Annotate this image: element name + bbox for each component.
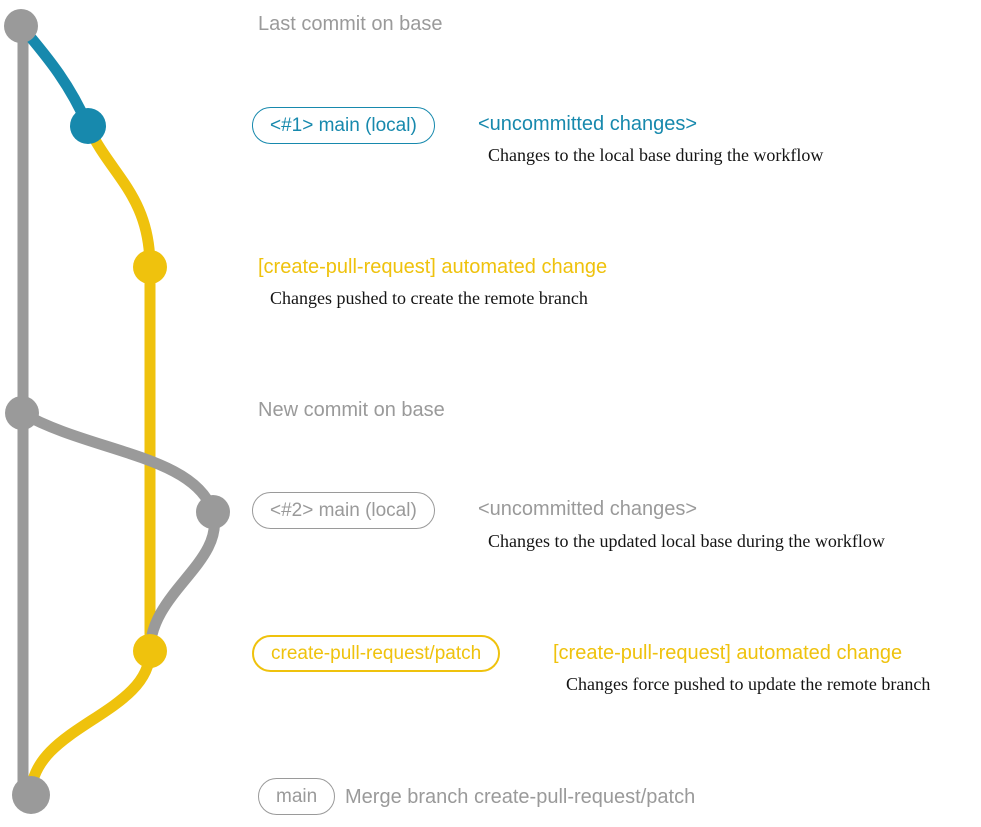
commit-dot-new-base xyxy=(5,396,39,430)
label-automated-change-1: [create-pull-request] automated change xyxy=(258,256,608,278)
commit-dot-last-base xyxy=(4,9,38,43)
commit-dot-automated-change-2 xyxy=(133,634,167,668)
label-uncommitted-changes-2: <uncommitted changes> xyxy=(478,498,698,520)
commit-dot-merge xyxy=(12,776,50,814)
label-merge-branch: Merge branch create-pull-request/patch xyxy=(345,786,696,808)
description-updated-local-base-changes: Changes to the updated local base during… xyxy=(488,531,885,551)
label-automated-change-2: [create-pull-request] automated change xyxy=(553,642,903,664)
description-pushed-to-create-branch: Changes pushed to create the remote bran… xyxy=(270,288,588,308)
commit-dot-automated-change-1 xyxy=(133,250,167,284)
description-force-pushed-changes: Changes force pushed to update the remot… xyxy=(566,674,931,694)
label-uncommitted-changes-1: <uncommitted changes> xyxy=(478,113,698,135)
branch-badge-patch: create-pull-request/patch xyxy=(252,635,501,672)
branch-badge-main-local-1: <#1> main (local) xyxy=(252,107,435,144)
patch-branch-line xyxy=(82,120,156,657)
label-new-commit-on-base: New commit on base xyxy=(258,399,445,421)
local2-to-patch-line xyxy=(144,506,220,657)
branch-badge-main-local-2: <#2> main (local) xyxy=(252,492,435,529)
patch-merge-line xyxy=(25,645,156,801)
base-to-local2-line xyxy=(16,407,219,518)
branch-badge-main: main xyxy=(258,778,336,815)
label-last-commit-on-base: Last commit on base xyxy=(258,13,443,35)
description-local-base-changes: Changes to the local base during the wor… xyxy=(488,145,824,165)
commit-dot-main-local-1 xyxy=(70,108,106,144)
branch-graph xyxy=(4,9,230,814)
commit-dot-main-local-2 xyxy=(196,495,230,529)
